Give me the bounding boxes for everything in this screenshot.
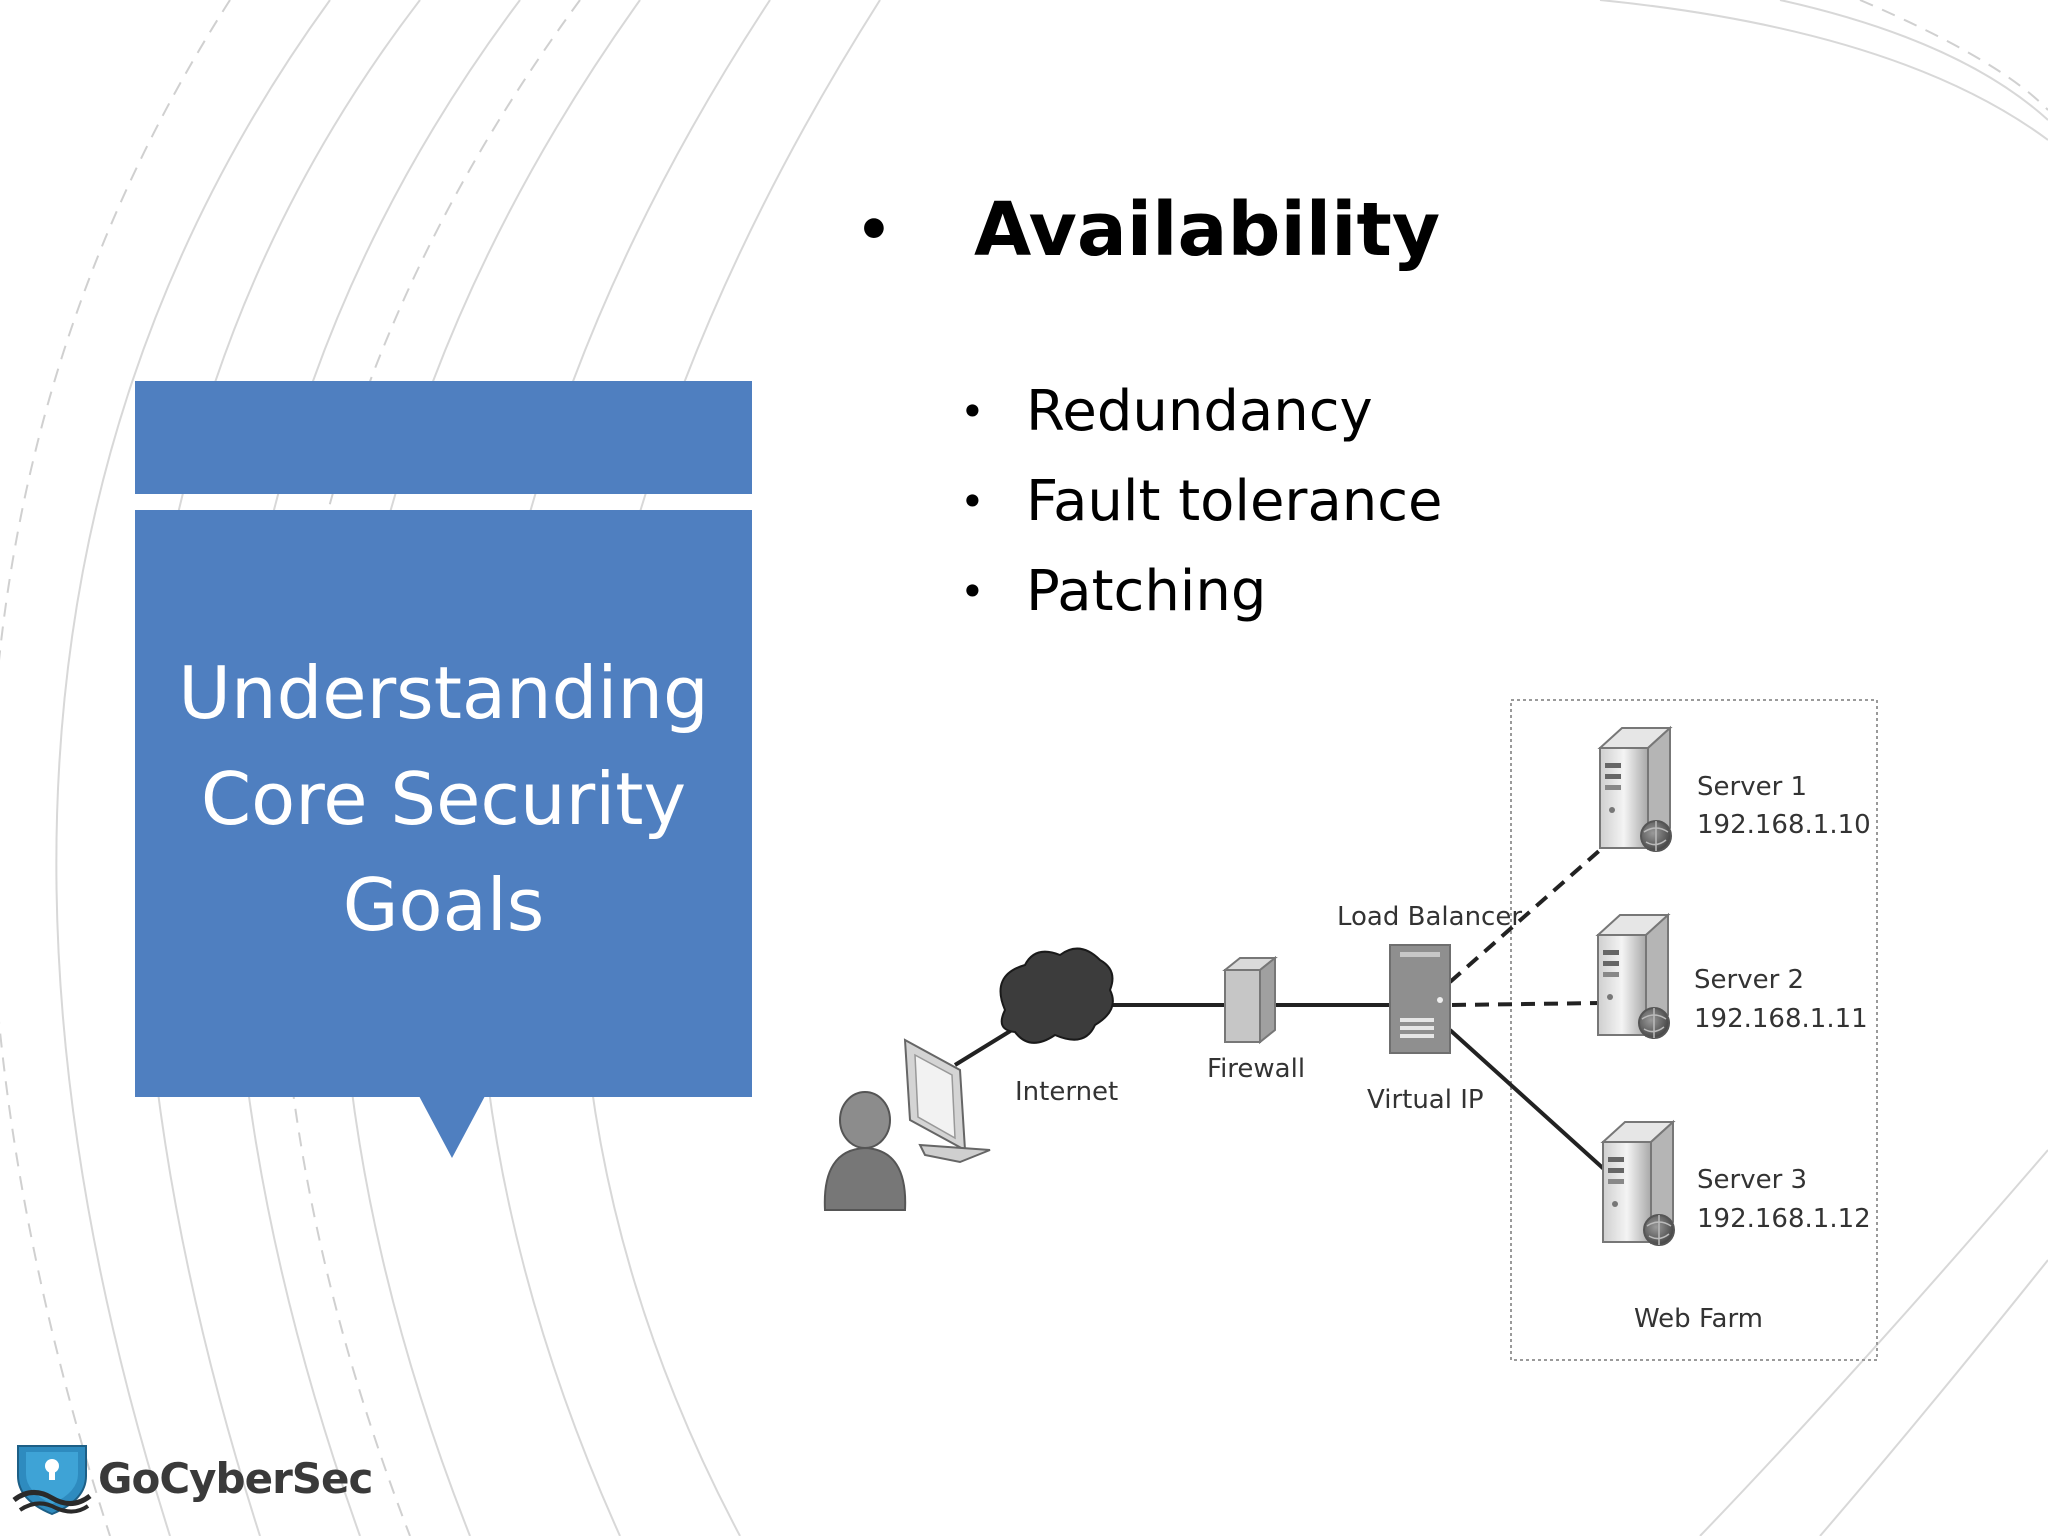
web-farm-boundary [1510, 699, 1878, 1361]
server-icon [1597, 914, 1670, 1039]
bullet-dot: • [960, 386, 985, 436]
callout-pointer [419, 1096, 485, 1158]
server-name-label: Server 1 [1697, 772, 1807, 802]
server-ip-label: 192.168.1.11 [1694, 1004, 1868, 1034]
firewall-label: Firewall [1207, 1054, 1305, 1084]
dashed-links [1448, 848, 1602, 1007]
network-diagram: Internet Firewall Load Balancer Virtual … [823, 699, 1878, 1361]
bullet-text: Redundancy [1026, 378, 1373, 444]
bullet-list: • Redundancy • Fault tolerance • Patchin… [960, 366, 1443, 636]
bullet-text: Fault tolerance [1026, 468, 1443, 534]
slide-title: Understanding Core Security Goals [144, 640, 744, 958]
load-balancer-label: Load Balancer [1337, 902, 1522, 932]
list-item: • Fault tolerance [960, 456, 1443, 546]
internet-label: Internet [1015, 1077, 1118, 1107]
heading-text: Availability [974, 187, 1441, 273]
shield-logo-icon [12, 1445, 92, 1516]
list-item: • Patching [960, 546, 1443, 636]
gocybersec-logo: GoCyberSec [12, 1438, 373, 1518]
title-box: Understanding Core Security Goals [135, 510, 752, 1097]
web-farm-label: Web Farm [1634, 1304, 1763, 1334]
heading-bullet: • Availability [856, 180, 1440, 280]
computer-icon [903, 1038, 991, 1164]
slide-title-line-2: Core Security [200, 756, 687, 841]
bullet-dot: • [856, 197, 892, 263]
server-icon [1602, 1121, 1675, 1246]
server-name-label: Server 2 [1694, 965, 1804, 995]
server-name-label: Server 3 [1697, 1165, 1807, 1195]
bullet-dot: • [960, 566, 985, 616]
slide-title-line-3: Goals [342, 862, 545, 947]
firewall-icon [1222, 955, 1278, 1045]
internet-cloud-icon [999, 947, 1114, 1044]
bullet-dot: • [960, 476, 985, 526]
slide-title-line-1: Understanding [178, 650, 709, 735]
logo-text: GoCyberSec [98, 1453, 373, 1503]
title-accent-bar [135, 381, 752, 494]
list-item: • Redundancy [960, 366, 1443, 456]
server-icon [1599, 727, 1672, 852]
bullet-text: Patching [1026, 558, 1267, 624]
virtual-ip-label: Virtual IP [1367, 1085, 1484, 1115]
server-ip-label: 192.168.1.12 [1697, 1204, 1871, 1234]
load-balancer-icon [1389, 944, 1451, 1054]
user-icon [823, 1091, 907, 1211]
server-ip-label: 192.168.1.10 [1697, 810, 1871, 840]
